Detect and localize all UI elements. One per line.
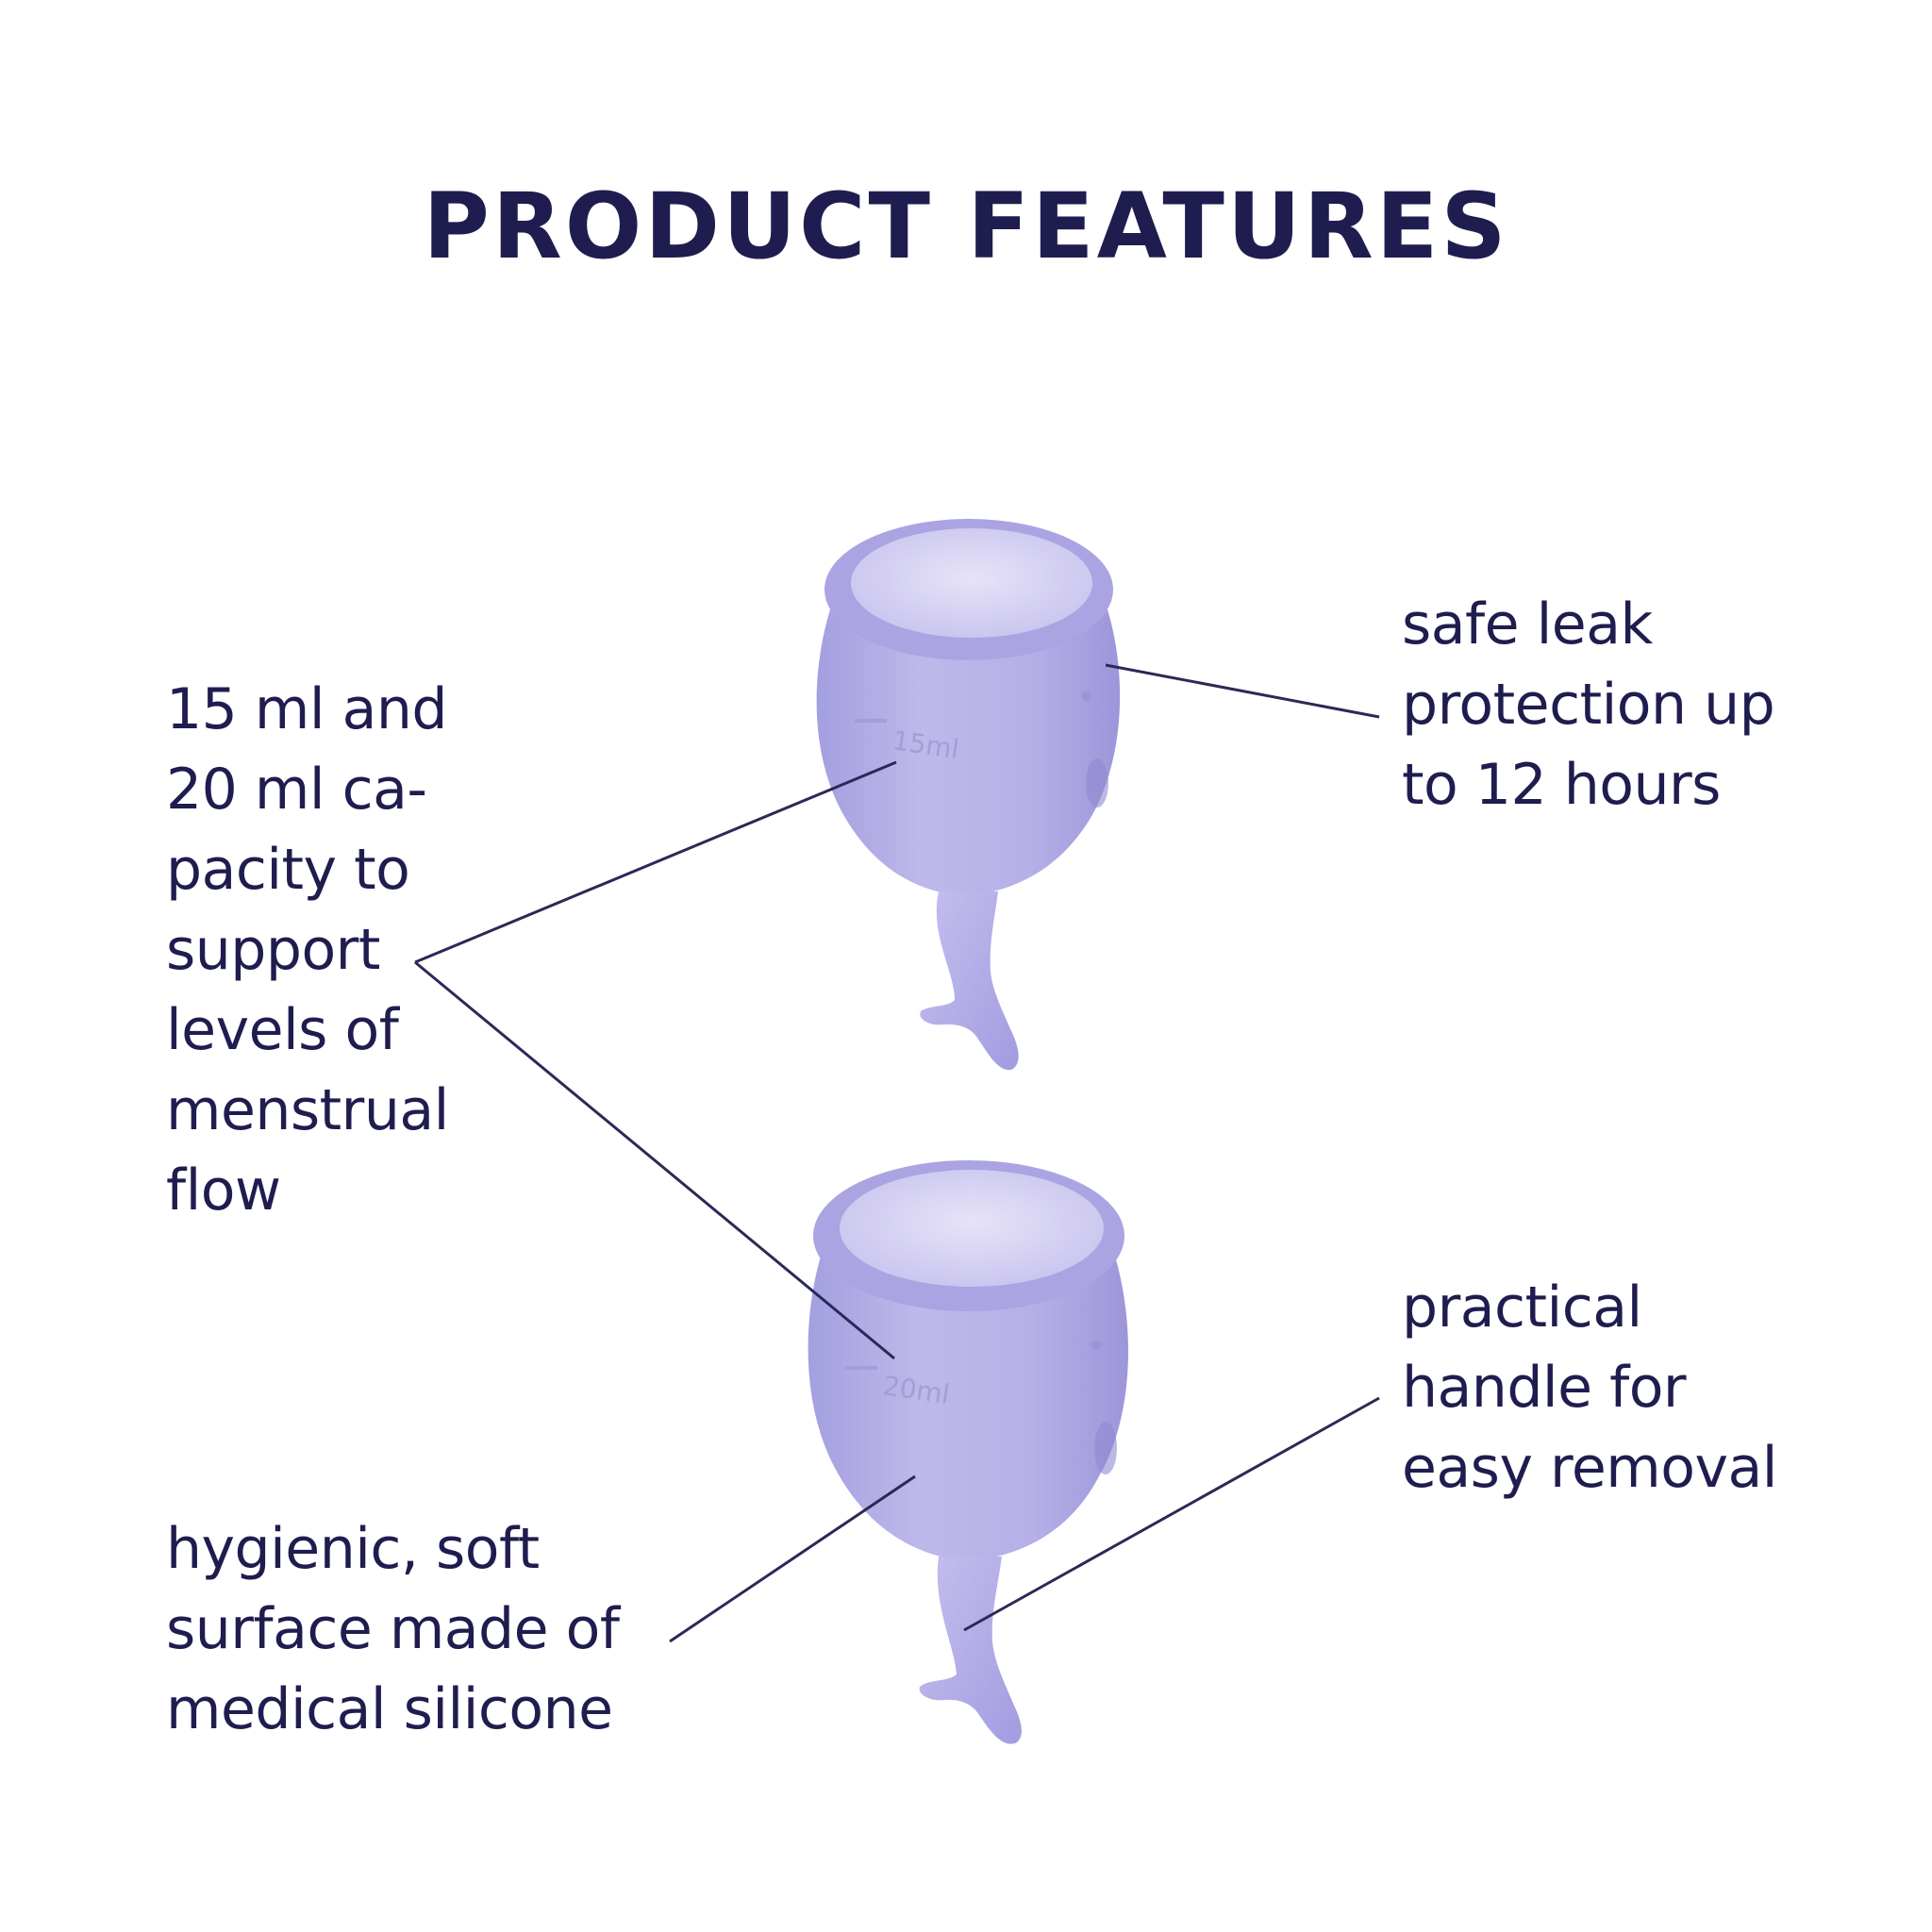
page-title: PRODUCT FEATURES — [423, 174, 1509, 279]
feature-capacity-line: 20 ml ca- — [166, 757, 427, 823]
small-cup-body — [816, 604, 1121, 896]
feature-capacity-line: 15 ml and — [166, 676, 447, 742]
leader-line-surface — [669, 1474, 916, 1643]
large-cup-opening — [840, 1170, 1104, 1287]
small-cup: 15ml — [816, 519, 1121, 1071]
feature-leak-line: protection up — [1402, 672, 1775, 738]
feature-capacity-line: flow — [166, 1158, 281, 1224]
large-cup-shadow — [1094, 1422, 1117, 1474]
leader-line-capacity-large — [414, 960, 895, 1360]
leader-line-capacity-small — [414, 760, 897, 964]
large-cup: 20ml — [808, 1160, 1128, 1744]
feature-capacity-line: levels of — [166, 997, 399, 1063]
large-cup-body — [808, 1250, 1128, 1561]
feature-surface-line: medical silicone — [166, 1676, 613, 1742]
feature-surface-label: hygienic, soft surface made of medical s… — [166, 1509, 620, 1750]
leader-line-handle — [963, 1396, 1380, 1632]
feature-leak-line: to 12 hours — [1402, 752, 1721, 818]
large-cup-air-hole — [1091, 1341, 1101, 1350]
leader-lines — [414, 663, 1380, 1643]
small-cup-handle — [920, 891, 1019, 1071]
feature-handle-line: easy removal — [1402, 1435, 1777, 1501]
feature-handle-line: practical — [1402, 1274, 1642, 1341]
feature-leak-line: safe leak — [1402, 591, 1653, 658]
feature-handle-label: practical handle for easy removal — [1402, 1268, 1777, 1508]
feature-capacity-label: 15 ml and 20 ml ca- pacity to support le… — [166, 670, 449, 1231]
small-cup-opening — [851, 528, 1092, 638]
leader-line-leak — [1105, 663, 1380, 719]
feature-handle-line: handle for — [1402, 1355, 1687, 1421]
small-cup-air-hole — [1082, 691, 1091, 701]
large-cup-handle — [919, 1557, 1022, 1744]
feature-capacity-line: pacity to — [166, 837, 410, 903]
feature-leak-protection-label: safe leak protection up to 12 hours — [1402, 585, 1775, 825]
small-cup-shadow — [1086, 758, 1108, 808]
feature-surface-line: surface made of — [166, 1596, 620, 1662]
feature-capacity-line: support — [166, 917, 380, 983]
feature-surface-line: hygienic, soft — [166, 1516, 540, 1582]
feature-capacity-line: menstrual — [166, 1077, 449, 1143]
